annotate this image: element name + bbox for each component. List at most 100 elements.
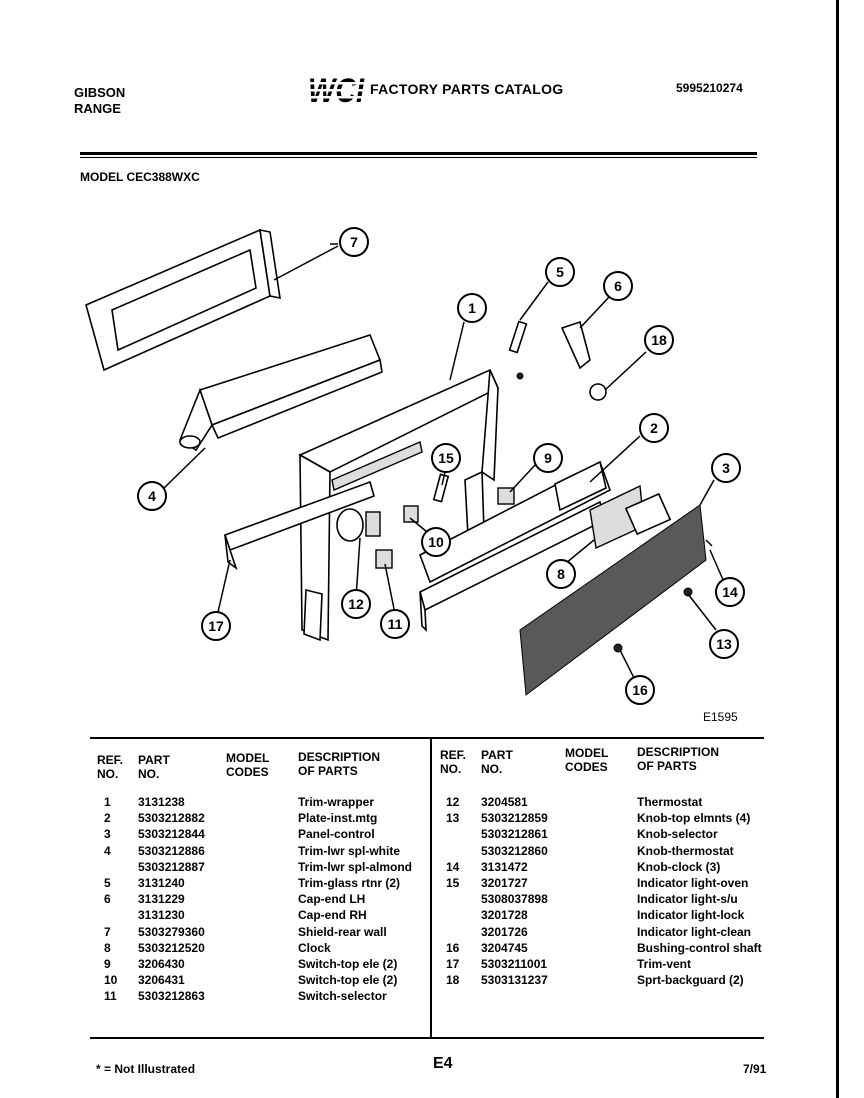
svg-text:2: 2 [650,420,658,436]
part-description: Switch-selector [298,989,387,1004]
part-description: Sprt-backguard (2) [637,973,744,988]
part-ref-number: 11 [104,989,117,1004]
wci-logo: WCI [306,72,366,108]
part-ref-number: 17 [446,957,460,971]
part-ref-number: 2 [104,811,111,826]
callout-1: 1 [457,293,487,323]
part-ref-number: 13 [446,811,460,826]
part-description: Trim-wrapper [298,795,375,809]
drawing-code: E1595 [703,710,738,724]
part-ref-number: 3 [104,827,111,842]
callout-18: 18 [644,325,674,355]
part-number: 5303279360 [138,924,205,939]
svg-text:1: 1 [468,300,476,316]
page-code: E4 [433,1055,453,1072]
svg-text:13: 13 [716,636,732,652]
part-description: Clock [298,940,331,955]
callout-9: 9 [533,443,563,473]
part-description: Indicator light-s/u [637,892,738,907]
part-trim-wrapper [298,368,500,642]
table-bottom-rule [90,1037,764,1039]
part-description: Knob-top elmnts (4) [637,811,751,826]
svg-text:5: 5 [556,264,564,280]
callout-leaders [161,243,725,687]
part-ref-number: 10 [104,973,118,988]
svg-text:17: 17 [208,618,224,634]
part-description: Knob-selector [637,827,718,842]
part-ref-number: 12 [446,795,460,809]
part-trim-vent [223,480,375,571]
part-number: 3201727 [481,876,528,890]
page-border [836,0,839,1098]
part-description: Indicator light-oven [637,876,749,890]
part-ref-number: 14 [446,859,460,874]
callout-7: 7 [339,227,369,257]
svg-text:18: 18 [651,332,667,348]
catalog-number: 5995210274 [676,81,743,95]
part-number: 5303212859 [481,811,548,826]
callout-4: 4 [137,481,167,511]
part-number: 3204745 [481,940,528,955]
product-line: RANGE [74,101,121,116]
table-column-divider [430,737,432,1037]
col-ref-header: REF.NO. [97,753,124,781]
part-number: 3131229 [138,892,185,907]
part-number: 5303212882 [138,811,205,826]
part-ref-number: 4 [104,843,111,858]
svg-text:10: 10 [428,534,444,550]
brand-name: GIBSON [74,85,126,100]
part-number: 5303212863 [138,989,205,1004]
part-ref-number: 18 [446,973,460,988]
part-number: 3206431 [138,973,185,988]
table-top-rule [90,737,764,739]
callout-12: 12 [341,589,371,619]
part-number: 5303212861 [481,827,548,842]
part-clock [589,484,672,550]
not-illustrated-note: * = Not Illustrated [96,1062,196,1076]
part-number: 3201728 [481,908,528,923]
callout-3: 3 [711,453,741,483]
part-ref-number: 1 [104,795,111,809]
part-number: 3131472 [481,859,528,874]
catalog-title: FACTORY PARTS CATALOG [370,81,564,97]
part-description: Thermostat [637,795,703,809]
part-number: 5308037898 [481,892,548,907]
part-description: Switch-top ele (2) [298,957,398,971]
part-description: Plate-inst.mtg [298,811,378,826]
callout-17: 17 [201,611,231,641]
part-description: Panel-control [298,827,375,842]
part-number: 3131238 [138,795,185,809]
exploded-parts-diagram: 7 4 1 5 6 18 2 3 9 15 10 12 11 8 14 13 1… [85,227,745,705]
part-description: Knob-clock (3) [637,859,721,874]
part-number: 3131240 [138,876,185,890]
part-ref-number: 15 [446,876,460,890]
model-number: MODEL CEC388WXC [80,170,200,184]
part-number: 3204581 [481,795,528,809]
header-rule [80,152,757,155]
callout-11: 11 [380,609,410,639]
svg-text:11: 11 [388,616,403,632]
part-description: Knob-thermostat [637,843,734,858]
callout-6: 6 [603,271,633,301]
callout-10: 10 [421,527,451,557]
part-description: Cap-end LH [298,892,366,907]
callout-13: 13 [709,629,739,659]
part-description: Trim-lwr spl-white [298,843,401,858]
part-ref-number: 8 [104,940,111,955]
part-description: Trim-glass rtnr (2) [298,876,401,890]
svg-text:16: 16 [632,682,648,698]
col-ref-header: REF.NO. [440,748,467,776]
part-shield-rear-wall [85,228,281,372]
svg-text:6: 6 [614,278,622,294]
svg-text:15: 15 [438,450,454,466]
part-ref-number: 9 [104,957,111,971]
part-instrument-plate [419,460,611,584]
part-ref-number: 5 [104,876,111,890]
part-description: Indicator light-lock [637,908,745,923]
part-number: 5303212887 [138,859,205,874]
part-number: 3201726 [481,924,528,939]
